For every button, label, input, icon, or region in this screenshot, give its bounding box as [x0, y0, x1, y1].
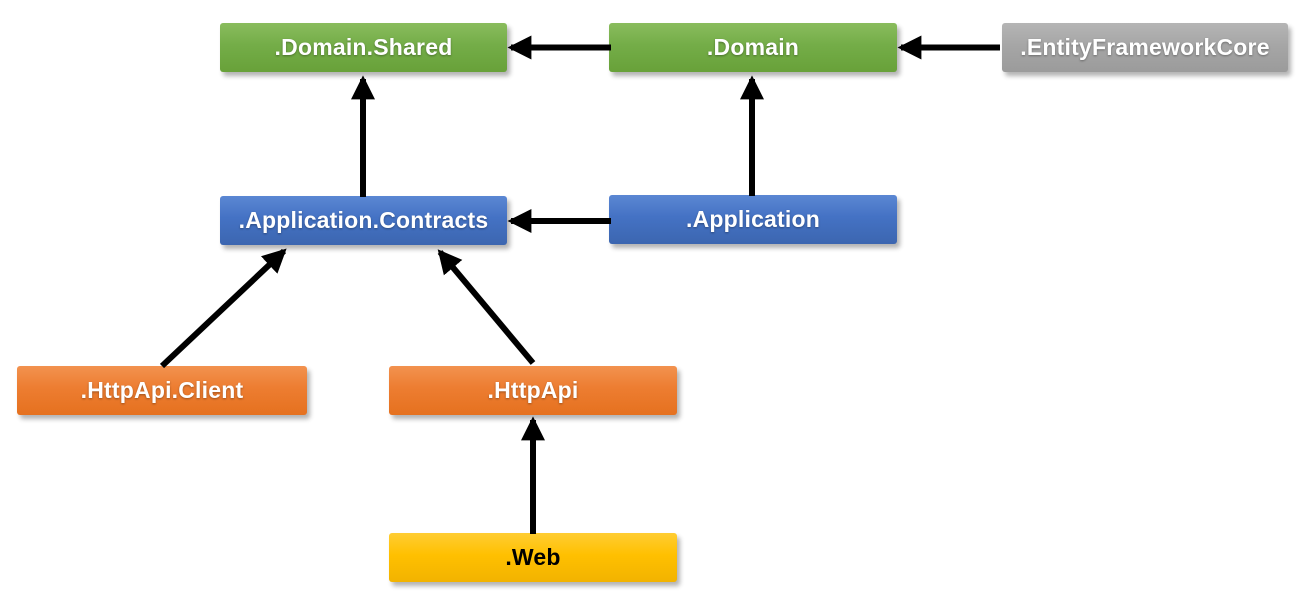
node-application-contracts: .Application.Contracts — [220, 196, 507, 245]
node-domain-label: .Domain — [706, 34, 800, 60]
node-httpapi-label: .HttpApi — [487, 377, 579, 403]
node-entityframeworkcore: .EntityFrameworkCore — [1002, 23, 1288, 72]
node-domain-shared-label: .Domain.Shared — [274, 34, 453, 60]
arrow-httpapi-client-to-application-contracts — [159, 248, 287, 369]
node-httpapi-client-label: .HttpApi.Client — [80, 377, 244, 403]
node-application-label: .Application — [685, 206, 820, 232]
node-application-contracts-label: .Application.Contracts — [238, 207, 489, 233]
node-domain-shared: .Domain.Shared — [220, 23, 507, 72]
node-httpapi: .HttpApi — [389, 366, 677, 415]
node-entityframeworkcore-label: .EntityFrameworkCore — [1020, 34, 1270, 60]
node-domain: .Domain — [609, 23, 897, 72]
node-web: .Web — [389, 533, 677, 582]
node-httpapi-client: .HttpApi.Client — [17, 366, 307, 415]
arrow-httpapi-to-application-contracts — [437, 249, 536, 365]
node-application: .Application — [609, 195, 897, 244]
node-web-label: .Web — [505, 544, 561, 570]
